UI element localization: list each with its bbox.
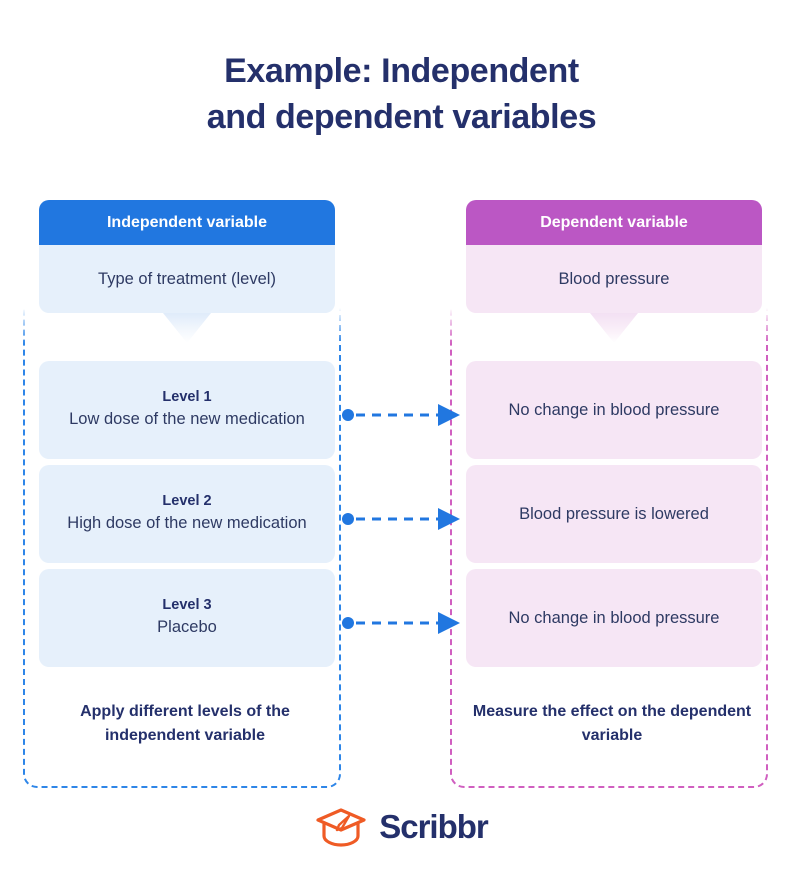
level-1-box: Level 1 Low dose of the new medication: [39, 361, 335, 459]
dependent-variable-caption: Measure the effect on the dependent vari…: [472, 703, 752, 744]
chevron-down-icon-left: [163, 313, 211, 343]
scribbr-logo: Scribbr: [0, 806, 803, 848]
scribbr-wordmark: Scribbr: [379, 808, 489, 845]
graduation-cap-icon: [316, 808, 366, 847]
outcome-1-box: No change in blood pressure: [466, 361, 762, 459]
outcome-2-box: Blood pressure is lowered: [466, 465, 762, 563]
connector-arrow-1: [342, 404, 460, 426]
page-title-line-2: and dependent variables: [206, 98, 597, 136]
outcome-1-text: No change in blood pressure: [508, 400, 720, 419]
level-1-text: Low dose of the new medication: [69, 410, 305, 428]
page-title: Example: Independent and dependent varia…: [0, 0, 803, 140]
outcome-2-text: Blood pressure is lowered: [519, 504, 709, 523]
independent-variable-caption: Apply different levels of the independen…: [80, 703, 290, 744]
outcome-3-box: No change in blood pressure: [466, 569, 762, 667]
level-3-box: Level 3 Placebo: [39, 569, 335, 667]
connector-arrow-3: [342, 612, 460, 634]
page-title-line-1: Example: Independent: [224, 52, 579, 90]
level-3-text: Placebo: [157, 618, 217, 636]
level-3-label: Level 3: [162, 597, 212, 613]
independent-variable-subject: Type of treatment (level): [39, 245, 335, 313]
level-1-label: Level 1: [162, 389, 212, 405]
chevron-down-icon-right: [590, 313, 638, 343]
level-2-label: Level 2: [162, 493, 212, 509]
independent-variable-card: Independent variable Type of treatment (…: [39, 200, 335, 313]
dependent-variable-subject: Blood pressure: [466, 245, 762, 313]
connector-arrow-2: [342, 508, 460, 530]
level-2-box: Level 2 High dose of the new medication: [39, 465, 335, 563]
dependent-variable-header: Dependent variable: [466, 200, 762, 245]
level-2-text: High dose of the new medication: [67, 514, 307, 532]
independent-variable-header: Independent variable: [39, 200, 335, 245]
outcome-3-text: No change in blood pressure: [508, 608, 720, 627]
variables-diagram: Independent variable Type of treatment (…: [0, 180, 803, 800]
dependent-variable-card: Dependent variable Blood pressure: [466, 200, 762, 313]
